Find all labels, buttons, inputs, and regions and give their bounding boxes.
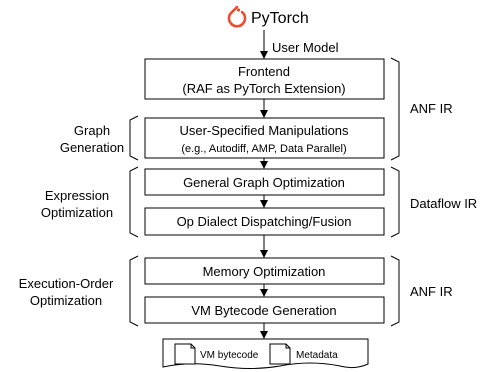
execution-order-label-line1: Execution-Order bbox=[19, 276, 114, 291]
metadata-file-icon bbox=[269, 343, 291, 365]
graph-optimization-label: General Graph Optimization bbox=[183, 175, 345, 190]
manipulations-box bbox=[144, 117, 385, 159]
graph-optimization-box bbox=[144, 168, 385, 196]
dataflow-ir-label: Dataflow IR bbox=[410, 196, 477, 211]
pytorch-logo: PyTorch bbox=[227, 5, 309, 28]
user-model-label: User Model bbox=[272, 40, 339, 55]
memory-optimization-label: Memory Optimization bbox=[203, 264, 326, 279]
execution-order-label-line2: Optimization bbox=[30, 293, 102, 308]
bytecode-generation-box bbox=[144, 296, 385, 324]
expression-optimization-bracket bbox=[129, 166, 139, 238]
anf-ir-bottom-bracket bbox=[390, 255, 400, 327]
anf-ir-top-label: ANF IR bbox=[410, 101, 453, 116]
pytorch-logo-text: PyTorch bbox=[251, 10, 309, 27]
frontend-title: Frontend bbox=[238, 64, 290, 79]
bytecode-generation-label: VM Bytecode Generation bbox=[191, 303, 336, 318]
dispatch-fusion-box bbox=[144, 207, 385, 236]
expression-optimization-label-line2: Optimization bbox=[41, 205, 113, 220]
frontend-subtitle: (RAF as PyTorch Extension) bbox=[182, 81, 345, 96]
anf-ir-bottom-label: ANF IR bbox=[410, 284, 453, 299]
output-document-shape bbox=[162, 338, 369, 369]
execution-order-bracket bbox=[129, 255, 139, 327]
dispatch-fusion-label: Op Dialect Dispatching/Fusion bbox=[177, 214, 352, 229]
dataflow-ir-bracket bbox=[390, 166, 400, 238]
graph-generation-label-line1: Graph bbox=[74, 123, 110, 138]
graph-generation-label-line2: Generation bbox=[60, 140, 124, 155]
expression-optimization-label-line1: Expression bbox=[45, 188, 109, 203]
memory-optimization-box bbox=[144, 257, 385, 285]
manipulations-subtitle: (e.g., Autodiff, AMP, Data Parallel) bbox=[181, 143, 346, 155]
manipulations-title: User-Specified Manipulations bbox=[179, 123, 349, 138]
vm-bytecode-file-icon bbox=[174, 343, 196, 365]
vm-bytecode-file-label: VM bytecode bbox=[200, 350, 259, 361]
anf-ir-top-bracket bbox=[390, 57, 400, 161]
metadata-file-label: Metadata bbox=[296, 350, 338, 361]
graph-generation-bracket bbox=[129, 115, 139, 161]
pytorch-flame-icon bbox=[227, 5, 247, 28]
